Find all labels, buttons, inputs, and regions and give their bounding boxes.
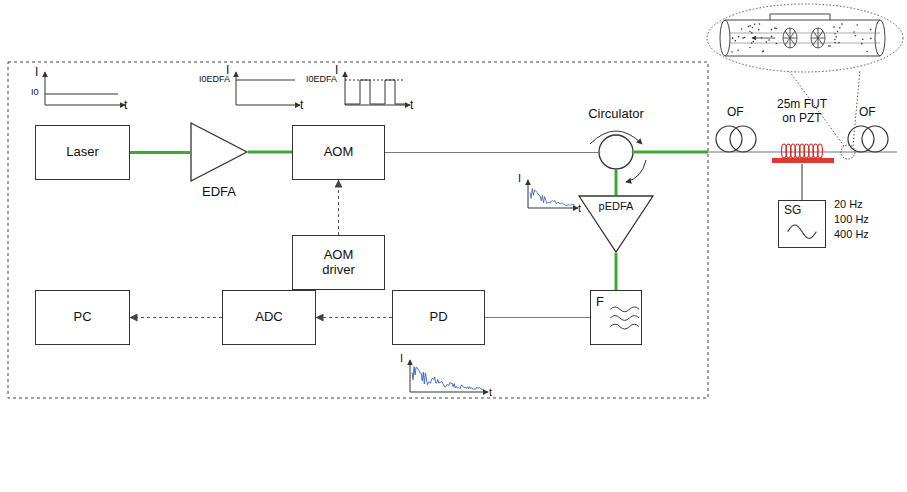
inset-edfa: [236, 72, 300, 105]
connector: [130, 317, 222, 318]
node-text: AOM: [324, 145, 354, 160]
axis-label: I: [518, 172, 521, 185]
setup-enclosure: [8, 62, 708, 398]
axis-label: t: [410, 99, 413, 113]
inset-backscatter: [528, 180, 578, 208]
sg-wire: [802, 164, 803, 200]
node-text: AOM driver: [313, 248, 365, 278]
axis-label: I: [226, 64, 229, 78]
laser-box: Laser: [35, 125, 130, 180]
filter-box: F: [590, 290, 642, 345]
connector: [615, 170, 618, 195]
connector: [385, 152, 598, 153]
zoom-fiber: [720, 14, 885, 56]
shape-outline: [598, 134, 634, 170]
fiber-label: OF: [859, 106, 876, 120]
connector: [338, 180, 339, 235]
axis-label: t: [489, 386, 492, 399]
zoom-bubble: [707, 4, 903, 72]
fiber-label: OF: [727, 106, 744, 120]
axis-label: t: [124, 99, 127, 113]
inset-aom: [345, 72, 410, 105]
node-text: PC: [73, 310, 91, 325]
axis-label: I: [335, 64, 338, 78]
fiber-green: [634, 151, 708, 154]
pc-box: PC: [35, 290, 130, 345]
inset-laser: [45, 72, 125, 105]
amplifier-triangle: EDFA: [190, 122, 248, 182]
node-text: pEDFA: [599, 200, 634, 213]
axis-label: I: [35, 66, 38, 80]
connector: [130, 151, 190, 154]
level-label: I0: [31, 87, 39, 97]
preamp-triangle: pEDFA: [578, 195, 654, 253]
level-label: I0EDFA: [199, 74, 230, 84]
modulator-box: AOM: [292, 125, 385, 180]
node-text: SG: [784, 204, 801, 218]
level-label: I0EDFA: [306, 74, 337, 84]
connector: [316, 317, 392, 318]
inset-detected: [410, 360, 488, 392]
connector: [248, 151, 292, 154]
node-text: ADC: [255, 310, 282, 325]
fiber-spool: [716, 126, 888, 152]
axis-label: I: [400, 352, 403, 365]
generator-box: SG: [778, 200, 826, 248]
frequency-label: 20 Hz: [834, 198, 863, 211]
driver-box: AOM driver: [292, 235, 385, 290]
node-text: F: [596, 295, 604, 310]
node-text: EDFA: [202, 185, 236, 200]
fut-coil: [782, 144, 823, 158]
fiber: [708, 151, 897, 152]
adc-box: ADC: [222, 290, 316, 345]
pzt: [772, 158, 834, 163]
node-text: Laser: [66, 145, 99, 160]
connector: [485, 317, 590, 318]
shape-outline: [190, 122, 248, 182]
frequency-label: 400 Hz: [834, 228, 869, 241]
node-text: PD: [429, 310, 447, 325]
fut-label: 25m FUT on PZT: [772, 98, 832, 126]
frequency-label: 100 Hz: [834, 213, 869, 226]
zoom-spot: [841, 145, 855, 159]
detector-box: PD: [392, 290, 485, 345]
axis-label: t: [300, 99, 303, 113]
node-text: Circulator: [588, 107, 644, 122]
circulator-circle: Circulator: [598, 134, 634, 170]
circulator-arrows: [590, 131, 646, 182]
connector: [615, 253, 618, 290]
axis-label: t: [578, 202, 581, 215]
